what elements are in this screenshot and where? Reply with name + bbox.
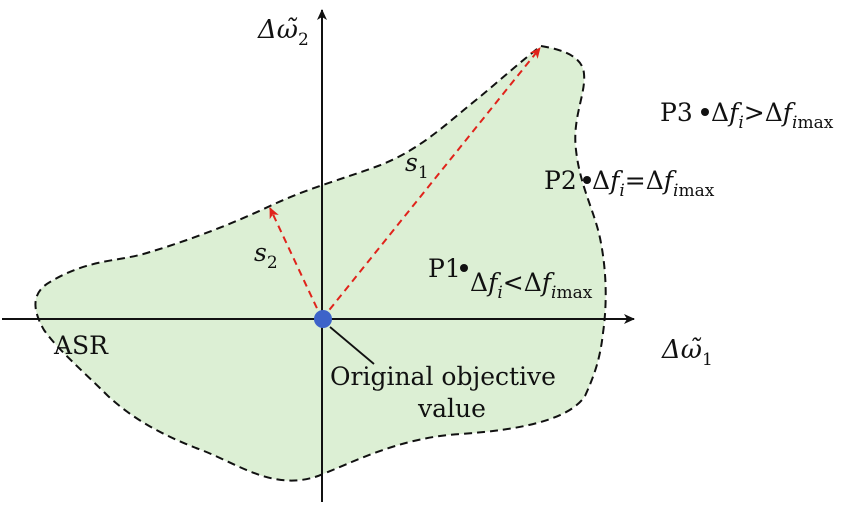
origin-label-line2: value	[418, 394, 486, 423]
point-p2-dot	[583, 176, 591, 184]
x-axis-label: Δω̃1	[662, 335, 713, 370]
vector-s1	[321, 47, 541, 320]
point-p3-condition: Δfi>Δfimax	[711, 98, 834, 133]
origin-label-line1: Original objective	[330, 362, 556, 391]
origin-leader-line	[329, 326, 375, 365]
asr-region	[34, 44, 607, 482]
point-p2-condition: Δfi=Δfimax	[592, 166, 715, 201]
region-label: ASR	[54, 331, 109, 360]
vector-s1-label: s1	[405, 148, 429, 183]
point-p1-name: P1	[428, 254, 461, 283]
vector-s2	[269, 207, 323, 320]
vector-s2-label: s2	[254, 238, 278, 273]
point-p3-name: P3	[660, 98, 693, 127]
point-p3-dot	[701, 108, 709, 116]
origin-dot	[314, 310, 332, 328]
point-p1-dot	[460, 264, 468, 272]
y-axis-label: Δω̃2	[258, 15, 309, 50]
point-p2-name: P2	[544, 166, 577, 195]
point-p1-condition: Δfi<Δfimax	[470, 268, 593, 303]
